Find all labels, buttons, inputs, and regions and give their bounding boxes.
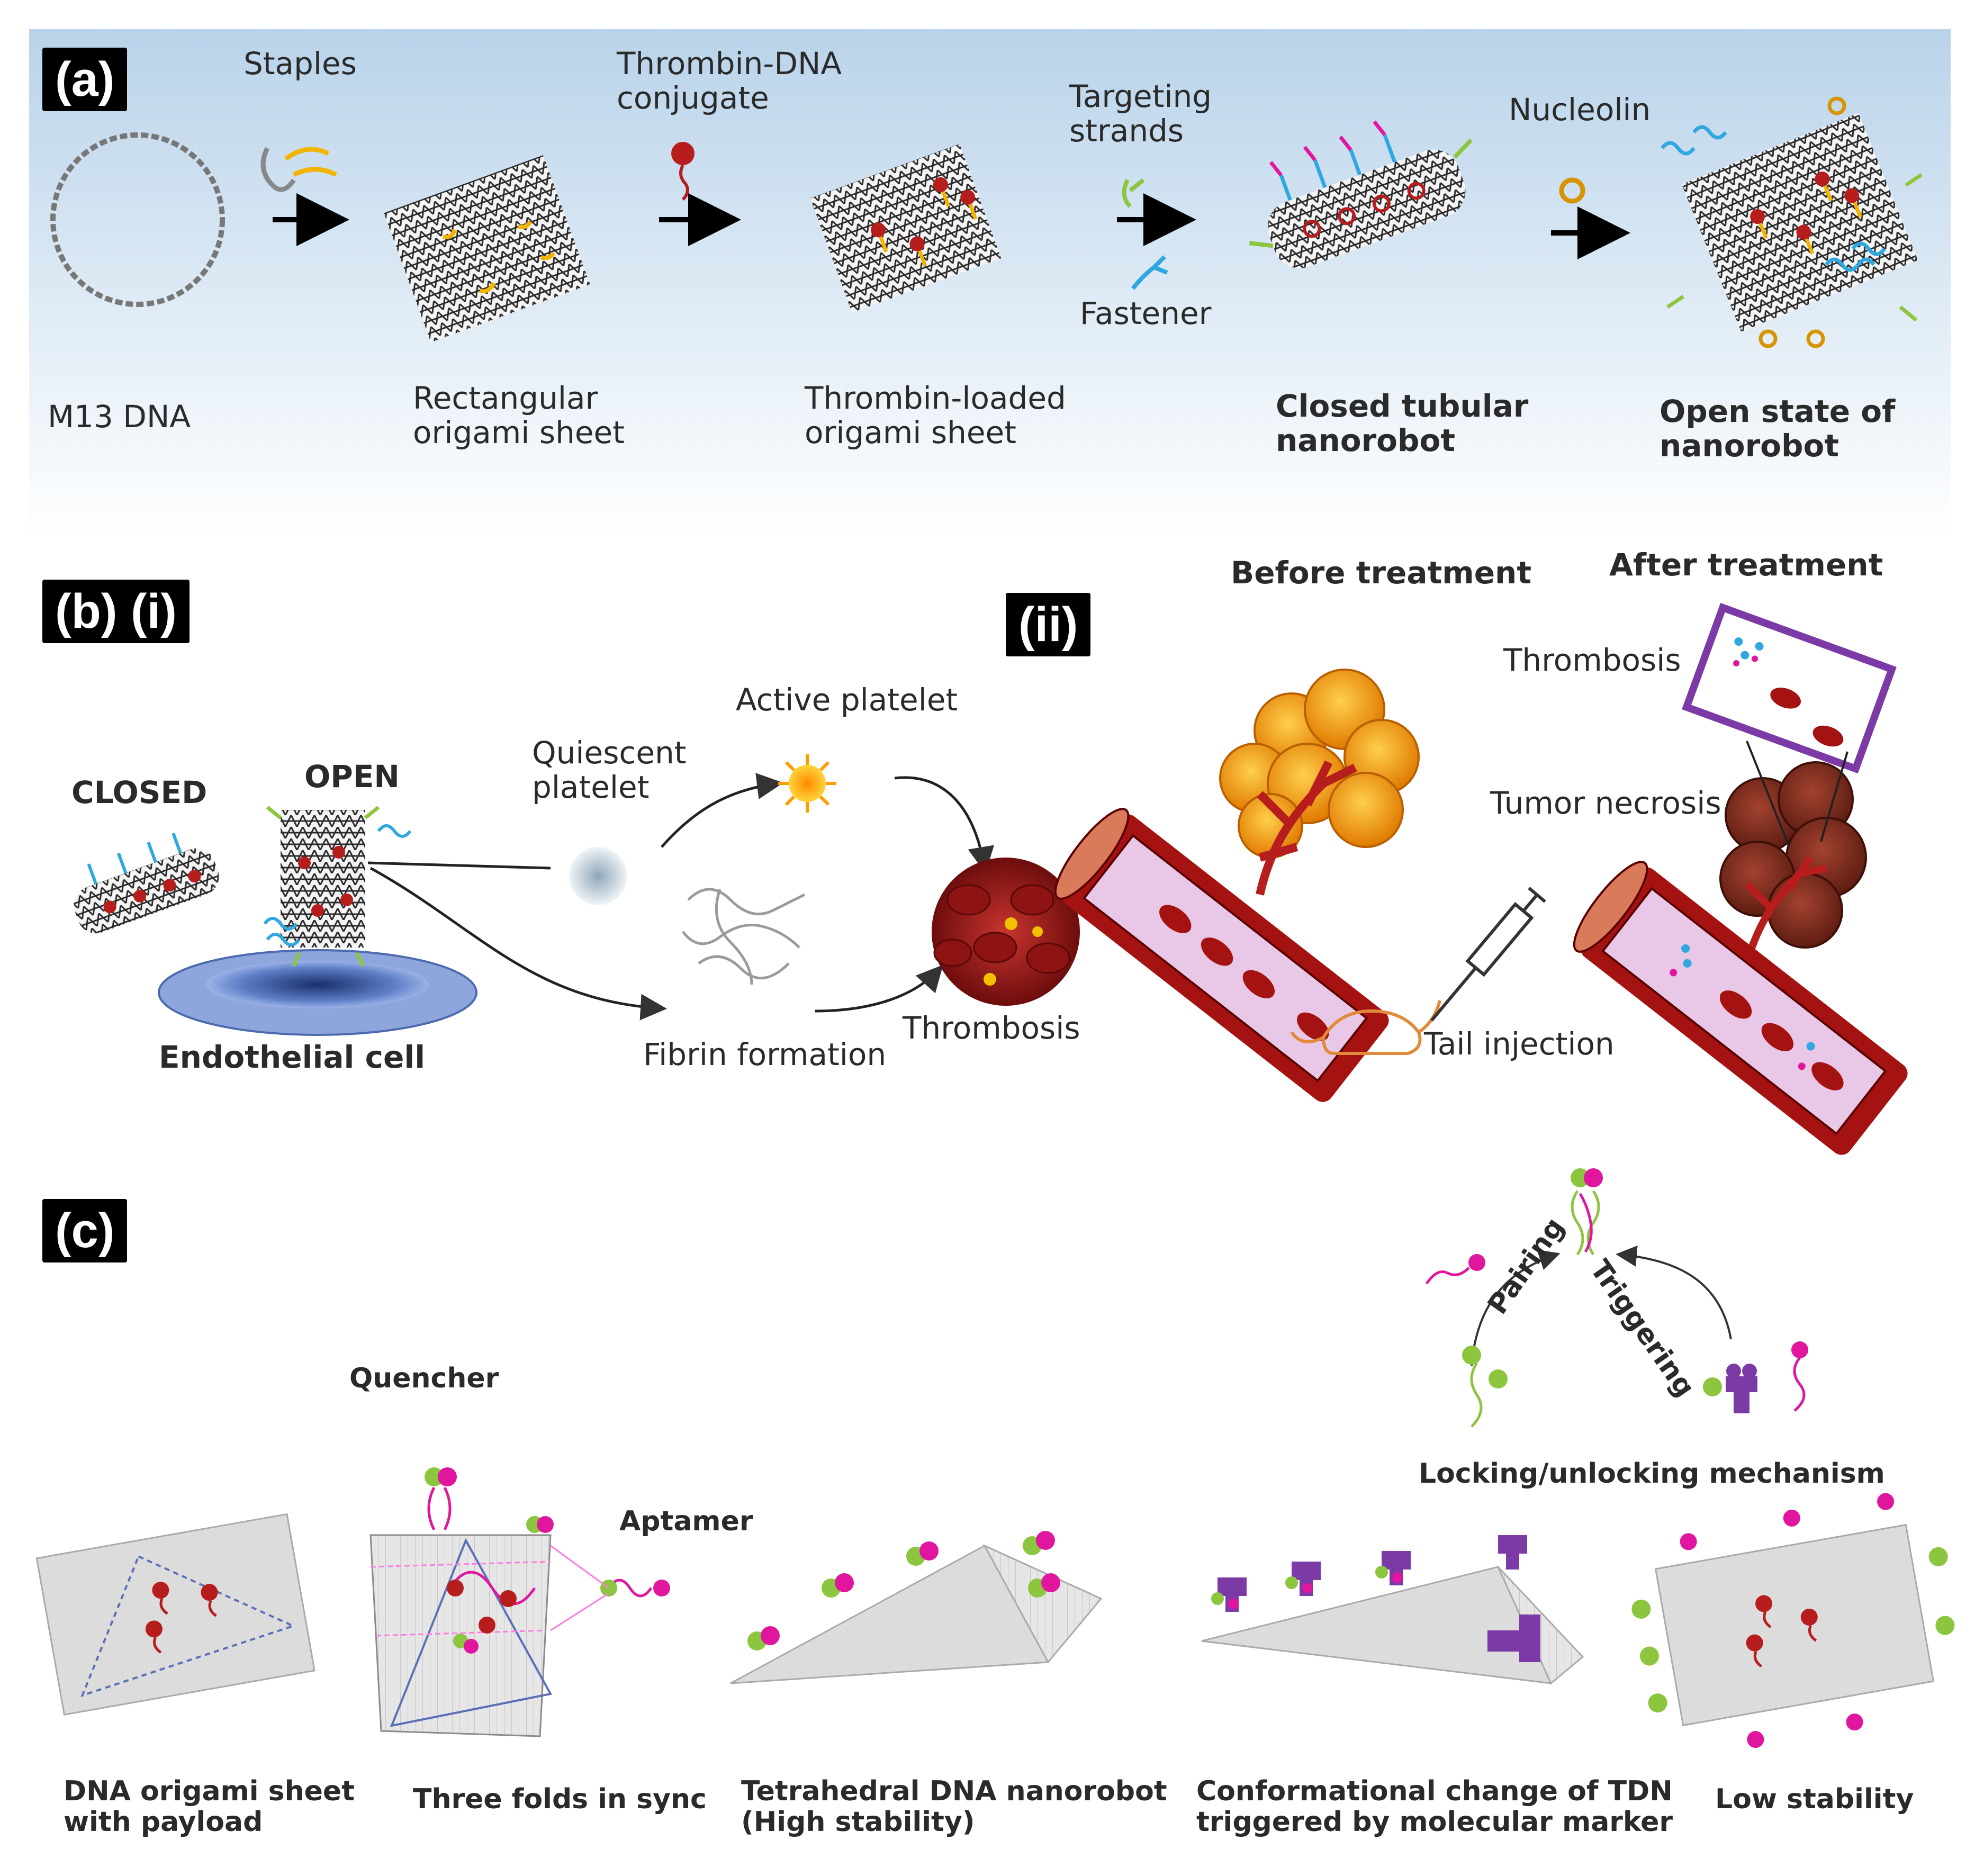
thrombosis-clot	[932, 858, 1080, 1006]
label-tumor-necrosis: Tumor necrosis	[1490, 785, 1721, 821]
label-aptamer: Aptamer	[619, 1505, 753, 1537]
label-conformational: Conformational change of TDN triggered b…	[1196, 1775, 1673, 1838]
label-staples: Staples	[244, 46, 357, 82]
arrow-fibrin-to-thrombosis	[815, 964, 943, 1013]
label-closed: CLOSED	[71, 774, 208, 810]
before-vessel	[1054, 808, 1389, 1102]
rectangular-origami-sheet	[384, 155, 590, 342]
thrombin-loaded-sheet	[810, 143, 1002, 313]
panel-b-i-tag: (b) (i)	[42, 580, 190, 643]
locking-aptamer-left	[1462, 1346, 1508, 1428]
open-state-nanorobot	[1681, 113, 1918, 332]
closed-tubular-nanorobot	[1249, 120, 1473, 268]
label-thrombin-dna-conjugate: Thrombin-DNA conjugate	[617, 46, 842, 116]
label-before-treatment: Before treatment	[1231, 555, 1532, 591]
active-platelet	[778, 754, 836, 813]
staples-icon	[260, 147, 338, 192]
pairing-arc	[1471, 1250, 1561, 1366]
open-state-strands	[1661, 96, 1923, 348]
c-conformational	[1201, 1535, 1584, 1685]
label-targeting-strands: Targeting strands	[1069, 78, 1212, 149]
nucleolin-icon	[1559, 177, 1585, 204]
label-open-state: Open state of nanorobot	[1660, 393, 1896, 464]
label-m13-dna: M13 DNA	[48, 399, 191, 435]
panel-c-tag: (c)	[42, 1199, 128, 1262]
label-three-folds: Three folds in sync	[413, 1783, 707, 1815]
locking-duplex-top	[1571, 1168, 1603, 1256]
arrow-to-quiescent	[367, 861, 551, 870]
label-open: OPEN	[304, 759, 400, 795]
label-quencher: Quencher	[349, 1363, 499, 1394]
after-tumor	[1719, 741, 1867, 986]
label-active-platelet: Active platelet	[736, 682, 958, 718]
label-fastener: Fastener	[1080, 295, 1212, 331]
fibrin-strands	[682, 888, 806, 985]
label-thrombosis-ii: Thrombosis	[1503, 642, 1681, 678]
locking-strand-left	[1425, 1254, 1485, 1285]
label-thrombosis: Thrombosis	[903, 1010, 1080, 1046]
targeting-strand-icon	[1122, 178, 1145, 208]
arrow-to-active	[661, 773, 783, 848]
label-rectangular-sheet: Rectangular origami sheet	[413, 380, 625, 450]
panel-a-tag: (a)	[42, 48, 128, 111]
panel-b-ii-tag: (ii)	[1006, 593, 1091, 656]
after-thrombosis-inset	[1682, 602, 1897, 774]
label-nucleolin: Nucleolin	[1509, 92, 1651, 128]
after-vessel	[1573, 861, 1908, 1155]
arrow-to-thrombosis-top	[894, 776, 995, 873]
panel-a-background	[29, 29, 1951, 537]
label-after-treatment: After treatment	[1609, 547, 1883, 583]
closed-robot-b	[74, 833, 219, 934]
syringe-icon	[1430, 887, 1546, 1022]
label-tetrahedral: Tetrahedral DNA nanorobot (High stabilit…	[741, 1775, 1167, 1838]
label-fibrin-formation: Fibrin formation	[643, 1036, 887, 1072]
label-thrombin-loaded: Thrombin-loaded origami sheet	[805, 380, 1066, 450]
m13-dna-circle	[50, 132, 225, 307]
triggering-arc	[1616, 1245, 1732, 1340]
c-three-folds	[369, 1467, 670, 1737]
label-low-stability: Low stability	[1715, 1783, 1914, 1815]
quiescent-platelet	[569, 847, 627, 905]
label-quiescent-platelet: Quiescent platelet	[532, 735, 687, 805]
thrombin-conjugate-icon	[671, 142, 695, 201]
fastener-icon	[1131, 255, 1168, 290]
open-robot-b	[263, 806, 412, 967]
before-tumor	[1219, 669, 1420, 896]
c-low-stability	[1631, 1493, 1955, 1748]
c-sheet-payload	[35, 1513, 315, 1716]
locking-marker-purple	[1703, 1341, 1808, 1413]
label-endothelial-cell: Endothelial cell	[159, 1039, 426, 1075]
label-tail-injection: Tail injection	[1424, 1026, 1615, 1062]
label-sheet-payload: DNA origami sheet with payload	[64, 1775, 355, 1838]
label-closed-tubular: Closed tubular nanorobot	[1276, 388, 1529, 458]
label-locking-mechanism: Locking/unlocking mechanism	[1419, 1458, 1885, 1490]
c-tetrahedral	[730, 1531, 1103, 1684]
endothelial-dish	[158, 949, 477, 1036]
arrow-to-fibrin	[369, 867, 667, 1021]
